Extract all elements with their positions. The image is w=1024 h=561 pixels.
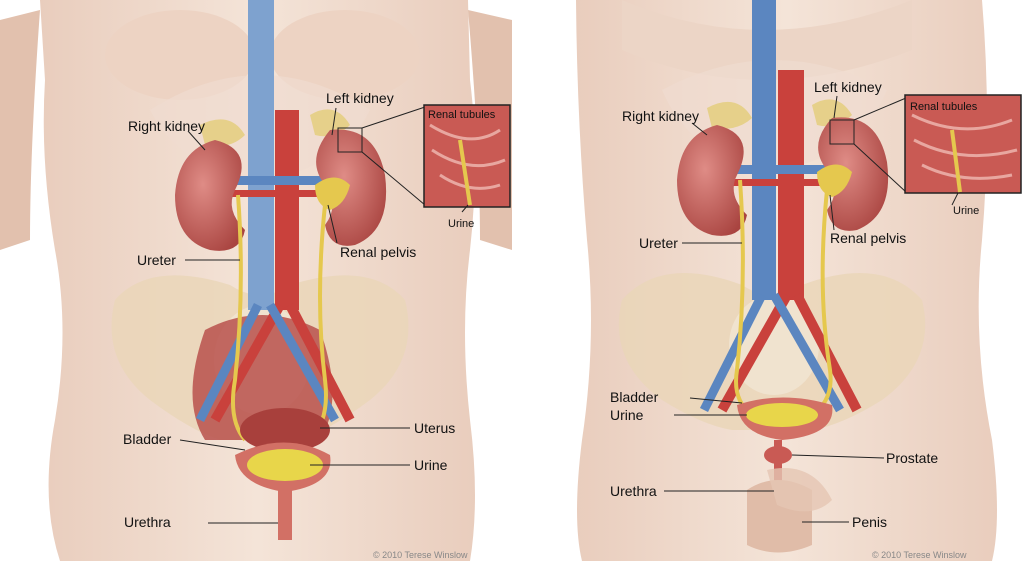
leader-inset-urine [951,192,959,206]
label-urethra-female: Urethra [124,514,171,530]
left-arm [0,10,40,250]
leader-prostate [791,454,885,459]
inset-leader-top [361,106,426,129]
uterus-shape [240,408,330,452]
leader-left-kidney [331,107,337,136]
left-kidney [818,117,889,231]
male-urinary-system-illustration [512,0,1022,561]
label-prostate-male: Prostate [886,450,939,466]
inset-leader-top [853,97,907,121]
label-ureter-male: Ureter [639,235,678,251]
label-right-kidney-female: Right kidney [128,118,206,134]
leader-renal-pelvis [829,194,835,231]
adrenal-gland-right [707,101,752,129]
right-kidney [175,140,245,251]
leader-bladder [689,397,743,404]
renal-vein [727,165,837,174]
label-renal-tubules-male: Renal tubules [910,101,978,113]
panel-divider [512,0,576,561]
kidney-zoom-box [829,119,855,145]
iliac-artery-left [285,302,355,423]
iliac-vein-right [195,302,263,423]
label-inset-urine-male: Urine [953,205,980,217]
inset-tubule-detail [429,123,506,190]
inset-urine-channel [458,139,472,206]
label-urethra-male: Urethra [610,483,657,499]
kidney-zoom-box [337,127,363,153]
inset-leader-bottom [361,151,426,206]
renal-vein [225,176,335,185]
label-urine-female: Urine [414,457,448,473]
inset-tubule-detail [911,113,1018,180]
label-renal-tubules-female: Renal tubules [428,109,496,121]
breast-right [105,10,255,100]
ureter-right [231,194,247,442]
right-kidney [677,125,747,236]
leader-bladder [179,439,246,451]
vena-cava [752,0,776,300]
leader-left-kidney [833,95,838,119]
label-inset-urine-female: Urine [448,218,475,230]
leader-renal-pelvis [327,204,338,244]
label-urine-male: Urine [610,407,644,423]
left-kidney [316,129,387,246]
female-urinary-system-illustration [0,0,512,561]
label-bladder-female: Bladder [123,431,172,447]
scrotum-shape [767,468,832,512]
adrenal-gland-left [310,109,350,137]
adrenal-gland-right [200,119,245,147]
label-renal-pelvis-male: Renal pelvis [830,230,907,246]
leader-inset-urine [461,204,469,213]
credit-female: © 2010 Terese Winslow [373,550,468,560]
vena-cava [248,0,274,310]
ureter-right [734,179,754,417]
leader-right-kidney [691,122,708,136]
label-renal-pelvis-female: Renal pelvis [340,244,417,260]
label-right-kidney-male: Right kidney [622,108,700,124]
iliac-artery-right [717,292,792,413]
iliac-vein-right [699,292,767,413]
label-left-kidney-male: Left kidney [814,79,882,95]
renal-pelvis-shape [315,177,350,210]
label-penis-male: Penis [852,514,888,530]
label-uterus-female: Uterus [414,420,456,436]
renal-pelvis-shape [817,164,852,197]
iliac-artery-right [210,302,285,423]
label-ureter-female: Ureter [137,252,176,268]
inset-leader-bottom [853,143,907,193]
renal-artery [225,190,335,197]
leader-right-kidney [187,130,206,151]
aorta [275,110,299,310]
bladder-urine [247,449,323,481]
credit-male: © 2010 Terese Winslow [872,550,967,560]
ureter-left [810,189,833,417]
renal-artery [727,179,837,186]
inset-urine-channel [950,129,962,193]
breast-left [270,10,420,100]
label-left-kidney-female: Left kidney [326,90,394,106]
urethra-shape [278,490,292,540]
label-bladder-male: Bladder [610,389,659,405]
bladder-urine [746,403,818,427]
